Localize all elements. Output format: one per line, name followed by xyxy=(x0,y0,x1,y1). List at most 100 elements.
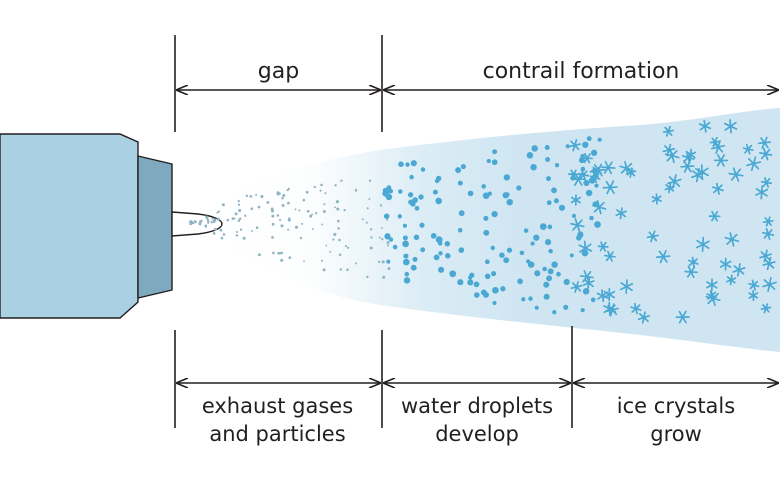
exhaust-label-line1: exhaust gases xyxy=(170,392,385,420)
exhaust-particle xyxy=(281,197,283,199)
droplet-icon xyxy=(436,236,443,243)
droplet-icon xyxy=(516,185,521,190)
exhaust-particle xyxy=(266,201,269,204)
droplet-icon xyxy=(505,192,509,196)
exhaust-particle xyxy=(189,223,192,226)
exhaust-particle xyxy=(240,229,242,231)
droplet-icon xyxy=(469,273,474,278)
exhaust-particle xyxy=(320,184,323,187)
droplet-icon xyxy=(481,184,486,189)
exhaust-particle xyxy=(246,195,248,197)
exhaust-particle xyxy=(272,252,275,255)
droplet-icon xyxy=(503,257,509,263)
droplet-icon xyxy=(438,267,444,273)
droplet-icon xyxy=(467,279,473,285)
droplet-icon xyxy=(418,194,423,199)
exhaust-particle xyxy=(295,226,298,229)
droplet-icon xyxy=(572,214,576,218)
droplet-icon xyxy=(435,198,442,205)
droplet-icon xyxy=(547,200,552,205)
droplet-icon xyxy=(491,271,496,276)
droplet-icon xyxy=(540,223,547,230)
droplet-icon xyxy=(414,235,420,241)
droplet-icon xyxy=(445,253,451,258)
exhaust-particle xyxy=(314,186,316,188)
droplet-icon xyxy=(534,270,540,276)
exhaust-particle xyxy=(367,207,369,209)
droplet-icon xyxy=(570,253,574,257)
droplet-icon xyxy=(528,296,533,301)
exhaust-particle xyxy=(213,232,216,235)
exhaust-label-line2: and particles xyxy=(170,420,385,448)
exhaust-particle xyxy=(207,222,209,224)
droplet-icon xyxy=(517,279,523,285)
exhaust-particle xyxy=(339,254,342,256)
exhaust-particle xyxy=(323,203,325,205)
droplet-icon xyxy=(581,308,585,312)
droplet-icon xyxy=(492,159,498,165)
droplets-label-line1: water droplets xyxy=(382,392,572,420)
droplet-icon xyxy=(420,247,425,252)
droplet-icon xyxy=(474,281,480,287)
droplet-icon xyxy=(403,259,410,266)
droplet-icon xyxy=(551,187,557,193)
droplet-icon xyxy=(577,232,583,238)
exhaust-particle xyxy=(249,195,252,198)
exhaust-particle xyxy=(279,219,281,221)
exhaust-particle xyxy=(336,200,339,203)
exhaust-particle xyxy=(288,256,291,259)
exhaust-particle xyxy=(212,218,214,220)
droplet-icon xyxy=(411,265,417,271)
exhaust-particle xyxy=(300,237,302,239)
droplet-icon xyxy=(546,176,551,181)
exhaust-particle xyxy=(334,184,336,186)
exhaust-particle xyxy=(198,222,201,225)
droplet-icon xyxy=(481,289,487,295)
droplet-icon xyxy=(455,167,461,173)
droplet-icon xyxy=(533,235,539,241)
droplet-icon xyxy=(409,175,414,180)
exhaust-particle xyxy=(238,203,240,205)
exhaust-particle xyxy=(362,218,364,220)
exhaust-particle xyxy=(211,221,213,223)
exhaust-particle xyxy=(258,206,261,209)
exhaust-particle xyxy=(307,210,310,213)
exhaust-particle xyxy=(260,195,263,198)
exhaust-particle xyxy=(200,220,203,223)
exhaust-particle xyxy=(324,192,326,194)
exhaust-particle xyxy=(255,194,257,196)
exhaust-particle xyxy=(387,244,389,246)
exhaust-particle xyxy=(277,191,280,194)
droplet-icon xyxy=(491,246,495,250)
exhaust-particle xyxy=(369,180,371,182)
exhaust-particle xyxy=(332,238,334,240)
droplet-icon xyxy=(556,272,561,277)
exhaust-particle xyxy=(222,203,225,206)
droplet-icon xyxy=(421,167,425,171)
jet-engine-icon xyxy=(0,134,222,318)
exhaust-particle xyxy=(234,217,236,219)
exhaust-particle xyxy=(223,233,226,236)
droplet-icon xyxy=(500,286,505,291)
droplet-icon xyxy=(434,255,440,261)
exhaust-particle xyxy=(282,194,285,197)
droplet-icon xyxy=(499,252,505,258)
droplet-icon xyxy=(528,261,535,268)
droplet-icon xyxy=(535,306,539,310)
exhaust-particle xyxy=(239,217,242,220)
exhaust-particle xyxy=(235,213,237,215)
droplet-icon xyxy=(474,292,480,298)
droplet-icon xyxy=(402,241,409,248)
droplet-icon xyxy=(548,249,553,254)
droplet-icon xyxy=(405,162,409,166)
droplet-icon xyxy=(582,142,588,148)
exhaust-particle xyxy=(340,268,342,270)
droplet-icon xyxy=(551,261,557,267)
exhaust-particle xyxy=(315,212,317,214)
droplet-icon xyxy=(591,150,597,156)
droplet-icon xyxy=(404,277,410,283)
droplet-icon xyxy=(449,270,456,277)
droplet-icon xyxy=(403,224,407,228)
exhaust-particle xyxy=(370,236,372,238)
exhaust-particle xyxy=(323,210,326,213)
